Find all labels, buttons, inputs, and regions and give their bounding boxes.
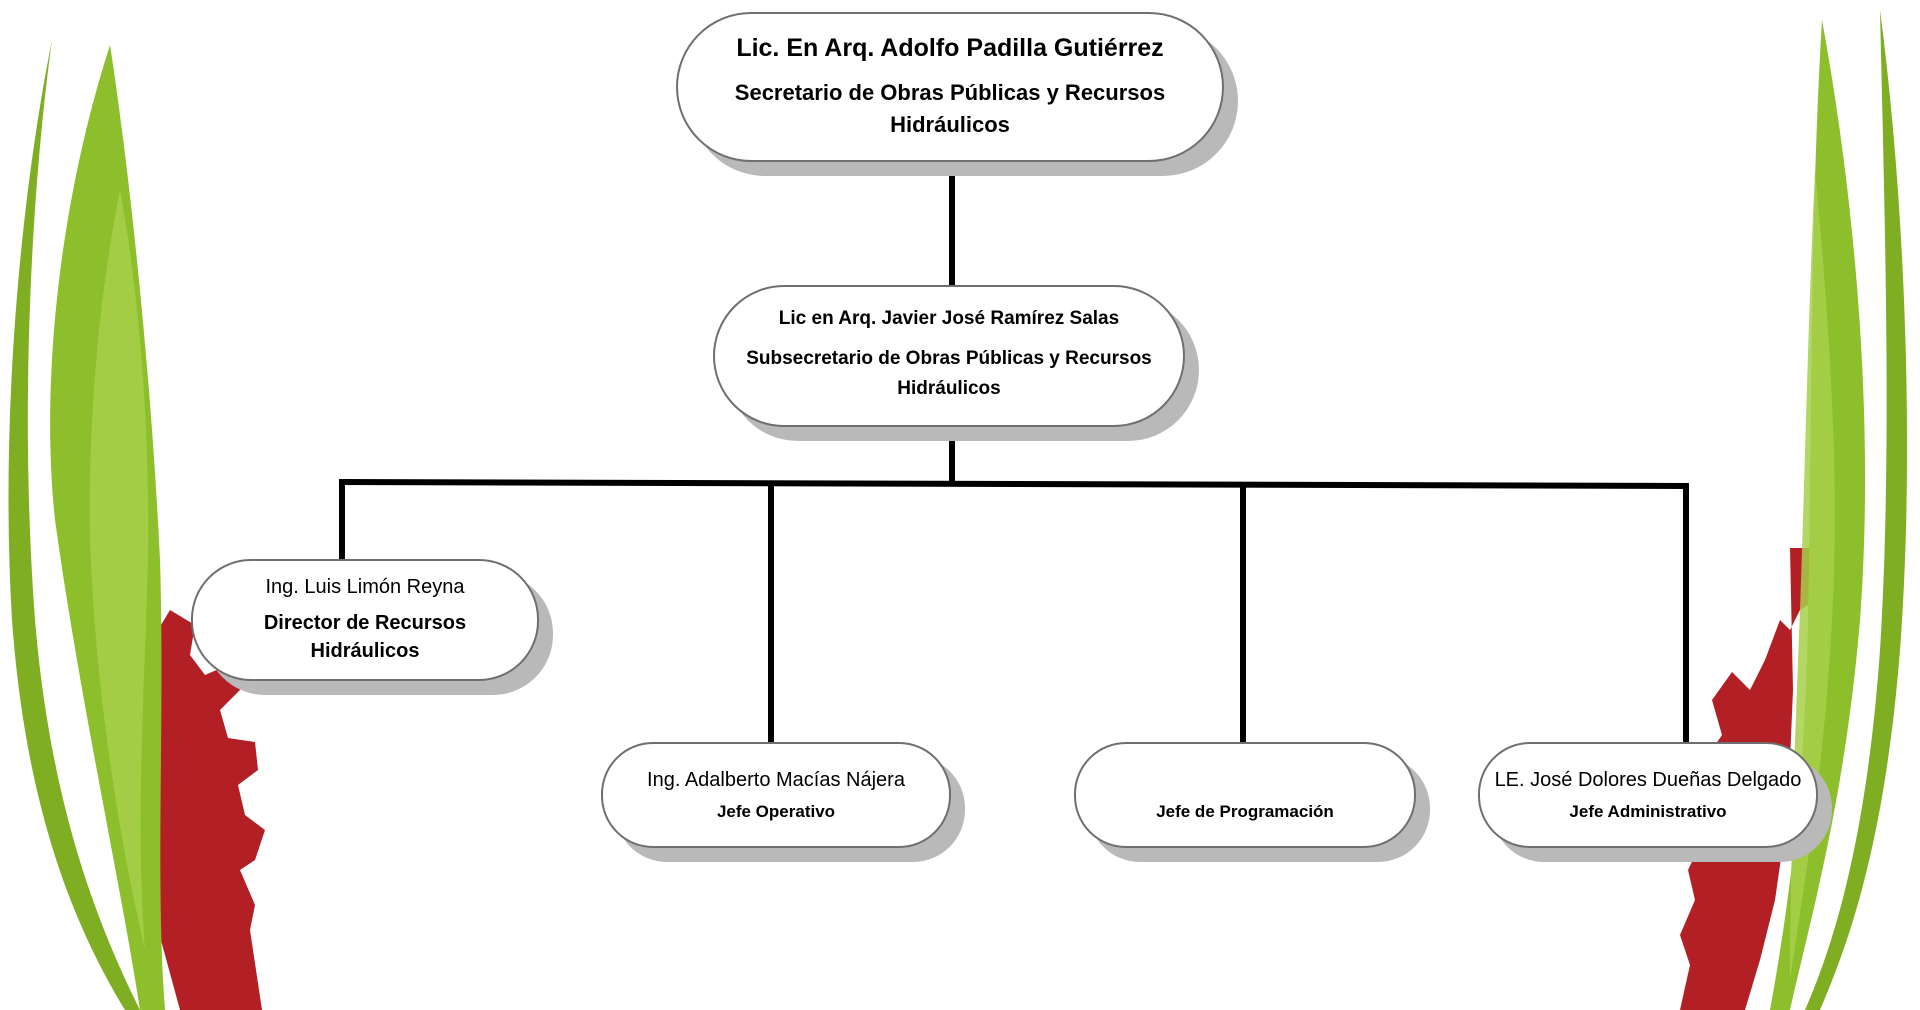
secretary-title: Secretario de Obras Públicas y Recursos … [734,79,1166,137]
secretary-name: Lic. En Arq. Adolfo Padilla Gutiérrez [736,33,1164,62]
left-green-leaf-thin [8,40,141,1010]
director-title: Director de Recursos Hidráulicos [263,611,467,662]
undersecretary-title: Subsecretario de Obras Públicas y Recurs… [746,348,1152,399]
left-green-leaf-inner [89,190,149,950]
administrative-title: Jefe Administrativo [1569,801,1727,821]
connector-horizontal-bar [338,478,1690,490]
node-operations: Ing. Adalberto Macías Nájera Jefe Operat… [601,742,951,848]
operations-name: Ing. Adalberto Macías Nájera [647,768,905,791]
administrative-name: LE. José Dolores Dueñas Delgado [1494,768,1802,791]
programming-title: Jefe de Programación [1156,802,1334,821]
right-green-leaf-thin [1805,10,1908,1010]
undersecretary-name: Lic en Arq. Javier José Ramírez Salas [778,308,1120,329]
node-secretary: Lic. En Arq. Adolfo Padilla Gutiérrez Se… [676,12,1224,162]
node-administrative: LE. José Dolores Dueñas Delgado Jefe Adm… [1478,742,1818,848]
director-name: Ing. Luis Limón Reyna [265,575,465,598]
node-undersecretary: Lic en Arq. Javier José Ramírez Salas Su… [713,285,1185,427]
node-programming: Jefe de Programación [1074,742,1416,848]
node-director-water-resources: Ing. Luis Limón Reyna Director de Recurs… [191,559,539,681]
operations-title: Jefe Operativo [716,801,836,821]
